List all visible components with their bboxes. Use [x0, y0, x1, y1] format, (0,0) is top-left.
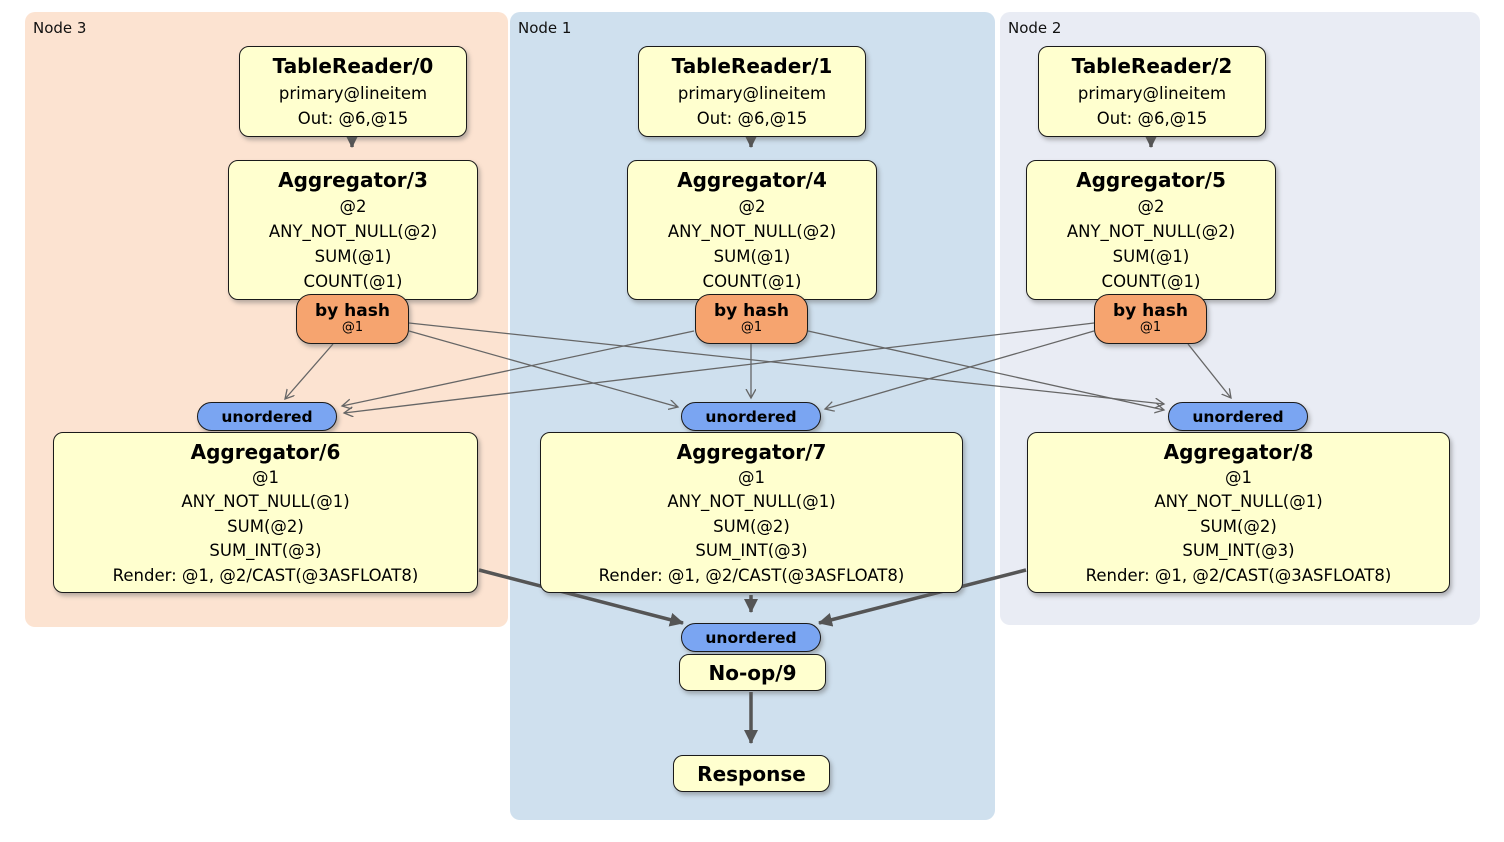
- router-detail: @1: [341, 320, 364, 336]
- processor-aggregator5: Aggregator/5 @2 ANY_NOT_NULL(@2) SUM(@1)…: [1026, 160, 1276, 300]
- processor-detail: SUM_INT(@3): [209, 541, 322, 561]
- processor-detail: ANY_NOT_NULL(@1): [667, 492, 836, 512]
- processor-tablereader0: TableReader/0 primary@lineitem Out: @6,@…: [239, 46, 467, 137]
- processor-noop9: No-op/9: [679, 654, 826, 691]
- processor-detail: primary@lineitem: [278, 83, 428, 103]
- processor-detail: @2: [738, 197, 766, 217]
- router-label: by hash: [315, 300, 390, 321]
- processor-detail: SUM(@1): [1112, 247, 1190, 267]
- processor-title: Aggregator/5: [1076, 168, 1226, 193]
- processor-detail: SUM(@2): [713, 516, 790, 536]
- processor-detail: Render: @1, @2/CAST(@3ASFLOAT8): [1085, 565, 1392, 585]
- sync-unordered-node1: unordered: [681, 402, 821, 431]
- processor-detail: @2: [339, 197, 367, 217]
- stream-edge-byhash2-unordered3: [344, 322, 1095, 413]
- processor-detail: COUNT(@1): [1101, 272, 1201, 292]
- processor-title: Aggregator/7: [676, 439, 827, 464]
- sync-label: unordered: [705, 628, 797, 647]
- processor-detail: Render: @1, @2/CAST(@3ASFLOAT8): [598, 565, 905, 585]
- processor-title: No-op/9: [708, 660, 797, 685]
- router-label: by hash: [714, 300, 789, 321]
- processor-detail: @1: [252, 468, 279, 488]
- processor-detail: SUM(@1): [314, 247, 392, 267]
- processor-detail: SUM(@1): [713, 247, 791, 267]
- processor-detail: ANY_NOT_NULL(@2): [667, 222, 837, 242]
- processor-detail: Out: @6,@15: [297, 108, 409, 128]
- router-byhash-node1: by hash @1: [695, 294, 808, 344]
- processor-detail: Out: @6,@15: [1096, 108, 1208, 128]
- processor-title: TableReader/0: [272, 54, 434, 79]
- stream-edge-byhash3-unordered1: [408, 330, 678, 407]
- processor-aggregator3: Aggregator/3 @2 ANY_NOT_NULL(@2) SUM(@1)…: [228, 160, 478, 300]
- sync-label: unordered: [221, 407, 313, 426]
- processor-detail: SUM(@2): [1200, 516, 1277, 536]
- sync-label: unordered: [1192, 407, 1284, 426]
- router-byhash-node3: by hash @1: [296, 294, 409, 344]
- processor-title: Aggregator/3: [278, 168, 428, 193]
- processor-title: Response: [697, 761, 806, 786]
- sync-unordered-final: unordered: [681, 623, 821, 652]
- processor-detail: @1: [738, 468, 765, 488]
- region-label-node1: Node 1: [518, 19, 572, 37]
- stream-edge-byhash2-unordered1: [825, 330, 1095, 409]
- processor-title: TableReader/1: [671, 54, 833, 79]
- stream-edge-byhash1-unordered3: [342, 330, 695, 406]
- stream-edge-byhash3-unordered2: [408, 322, 1164, 404]
- sync-label: unordered: [705, 407, 797, 426]
- processor-detail: ANY_NOT_NULL(@2): [1066, 222, 1236, 242]
- processor-detail: SUM(@2): [227, 516, 304, 536]
- processor-tablereader1: TableReader/1 primary@lineitem Out: @6,@…: [638, 46, 866, 137]
- flow-edge-aggregator8-unorderedfinal: [818, 568, 1027, 627]
- stream-edge-byhash3-unordered3: [285, 343, 334, 399]
- processor-detail: ANY_NOT_NULL(@1): [1154, 492, 1323, 512]
- region-label-node2: Node 2: [1008, 19, 1062, 37]
- stream-edge-byhash1-unordered2: [807, 330, 1164, 410]
- processor-detail: primary@lineitem: [1077, 83, 1227, 103]
- processor-detail: @2: [1137, 197, 1165, 217]
- router-label: by hash: [1113, 300, 1188, 321]
- processor-tablereader2: TableReader/2 primary@lineitem Out: @6,@…: [1038, 46, 1266, 137]
- flow-edge-aggregator6-unorderedfinal: [478, 568, 684, 627]
- processor-title: TableReader/2: [1071, 54, 1233, 79]
- region-label-node3: Node 3: [33, 19, 87, 37]
- processor-aggregator8: Aggregator/8 @1 ANY_NOT_NULL(@1) SUM(@2)…: [1027, 432, 1450, 593]
- processor-detail: COUNT(@1): [303, 272, 403, 292]
- processor-detail: primary@lineitem: [677, 83, 827, 103]
- flow-edges: [345, 134, 1158, 744]
- processor-aggregator4: Aggregator/4 @2 ANY_NOT_NULL(@2) SUM(@1)…: [627, 160, 877, 300]
- processor-aggregator7: Aggregator/7 @1 ANY_NOT_NULL(@1) SUM(@2)…: [540, 432, 963, 593]
- router-byhash-node2: by hash @1: [1094, 294, 1207, 344]
- processor-response: Response: [673, 755, 830, 792]
- processor-detail: SUM_INT(@3): [1182, 541, 1295, 561]
- processor-title: Aggregator/4: [677, 168, 827, 193]
- processor-detail: SUM_INT(@3): [695, 541, 808, 561]
- processor-detail: @1: [1225, 468, 1252, 488]
- router-detail: @1: [740, 320, 763, 336]
- router-detail: @1: [1139, 320, 1162, 336]
- processor-detail: Out: @6,@15: [696, 108, 808, 128]
- processor-aggregator6: Aggregator/6 @1 ANY_NOT_NULL(@1) SUM(@2)…: [53, 432, 478, 593]
- processor-title: Aggregator/6: [190, 439, 341, 464]
- sync-unordered-node2: unordered: [1168, 402, 1308, 431]
- processor-detail: COUNT(@1): [702, 272, 802, 292]
- router-stream-edges: [285, 322, 1231, 413]
- stream-edge-byhash2-unordered2: [1187, 343, 1231, 398]
- processor-detail: ANY_NOT_NULL(@1): [181, 492, 350, 512]
- processor-detail: ANY_NOT_NULL(@2): [268, 222, 438, 242]
- sync-unordered-node3: unordered: [197, 402, 337, 431]
- processor-detail: Render: @1, @2/CAST(@3ASFLOAT8): [112, 565, 419, 585]
- processor-title: Aggregator/8: [1163, 439, 1314, 464]
